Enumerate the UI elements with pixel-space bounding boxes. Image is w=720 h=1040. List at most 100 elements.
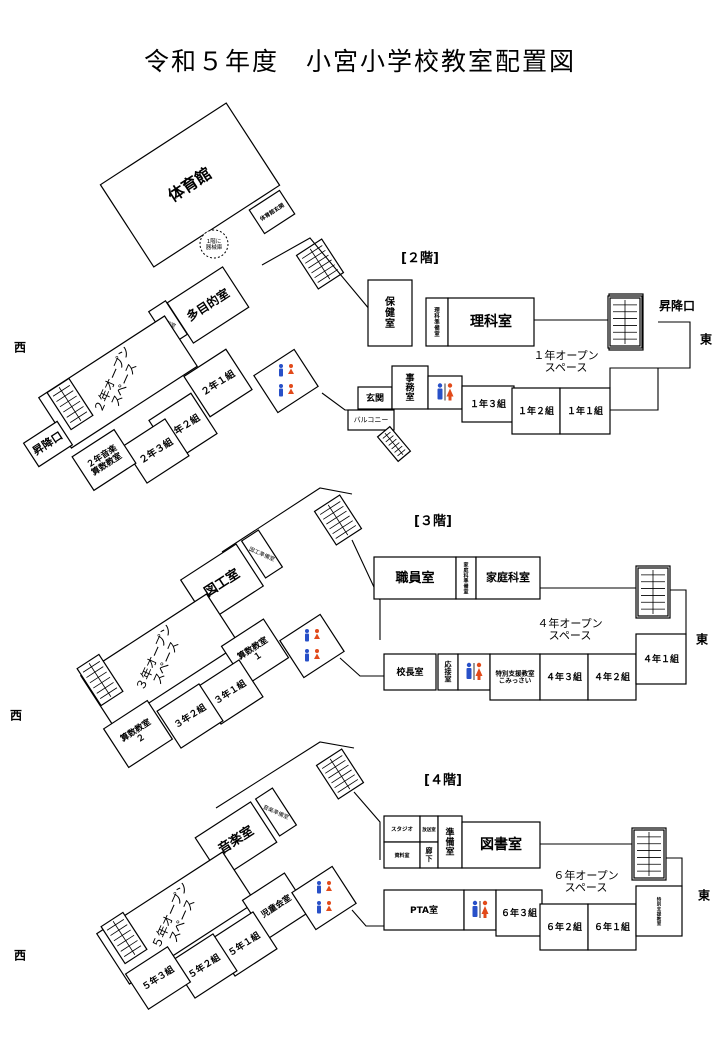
man-icon [305,649,309,662]
woman-icon [446,383,454,401]
science-prep-room-label: 理科準備室 [434,306,440,338]
wall-line [353,791,381,860]
floor3-header: [３階] [414,513,452,529]
west-label-2: 西 [14,341,26,355]
wall-line [609,367,659,411]
principal-room: 校長室 [383,653,437,691]
room-6-2: ６年２組 [539,903,589,951]
stairs-mid-4 [315,748,365,800]
woman-icon [326,901,332,911]
woman-icon [326,881,332,891]
room-1-1-label: １年１組 [567,405,603,417]
gym-entrance: 体育館玄関 [248,189,296,235]
room-6-1-label: ６年１組 [594,921,630,933]
staff-room: 職員室 [373,556,457,600]
science-prep-room: 理科準備室 [425,297,449,347]
music-prep-room: 音楽準備室 [254,787,298,837]
reception-room: 応接室 [437,653,459,691]
storage-room-4: 資料室 [383,841,421,869]
room-1-1: １年１組 [559,387,611,435]
stairs-east-3 [637,567,669,617]
genkan-room-label: 玄関 [366,392,384,404]
room-1-3-label: １年３組 [470,398,506,410]
toilet-3w [279,613,345,679]
multipurpose-room: 多目的室 [166,266,250,344]
library-room-label: 図書室 [480,836,522,853]
page-title: 令和５年度 小宮小学校教室配置図 [143,47,576,76]
room-2-3: ２年３組 [122,418,190,484]
stairs-east-4 [633,829,665,879]
special-room-3: 特別支援教室こみっさい [489,653,541,701]
man-icon [279,384,283,397]
room-4-2: ４年２組 [587,653,637,701]
man-icon [472,900,478,917]
room-1-2-label: １年２組 [518,405,554,417]
room-4-1: ４年１組 [635,633,687,685]
home-ec-room-label: 家庭科室 [486,570,530,584]
wall-line [321,392,362,411]
corridor-4-label: 廊下 [426,846,433,863]
balcony-room-label: バルコニー [354,416,389,424]
east-label-3: 東 [696,632,708,647]
prep-room-4: 準備室 [437,815,463,869]
pta-room: PTA室 [383,889,465,931]
open-space-east-3-label: ４年オープンスペース [537,616,602,642]
studio-room: スタジオ [383,815,421,843]
room-1-2: １年２組 [511,387,561,435]
room-2-music: ２年音楽算数教室 [71,428,137,492]
toilet-4w [291,865,357,931]
prep-room-4-label: 準備室 [445,826,454,857]
room-4-3-label: ４年３組 [546,671,582,683]
room-6-3-label: ６年３組 [501,907,537,919]
studio-room-label: スタジオ [391,825,414,833]
wall-line [666,857,683,887]
gym-circle-label: 1階に器械庫 [206,237,223,251]
stairs-west-2 [46,377,94,431]
office-room: 事務室 [391,365,429,410]
man-icon [317,901,321,914]
stairs-east-2b [609,297,641,347]
broadcast-room-label: 放送室 [421,826,436,833]
wall-line [351,909,384,927]
woman-icon [314,629,320,639]
wall-4 [215,741,355,809]
special-room-4-label: 特別支援教室 [656,895,662,926]
woman-icon [481,900,489,918]
toilet-2w [253,348,319,414]
genkan-room: 玄関 [357,386,393,410]
open-space-east-label: １年オープンスペース [533,348,598,374]
library-room: 図書室 [461,821,541,869]
storage-room-4-label: 資料室 [394,852,409,859]
room-4-3: ４年３組 [539,653,589,701]
room-3-2: ３年２組 [156,683,224,749]
special-room-4: 特別支援教室 [635,885,683,937]
floor2-header: [２階] [401,250,439,266]
nurse-room-label: 保健室 [384,295,396,330]
home-prep-room: 家庭科準備室 [455,556,477,600]
west-label-3: 西 [10,709,22,723]
toilet-4e [463,889,497,931]
stairs-west-3 [76,653,124,707]
woman-icon [475,662,483,680]
wall-3 [221,487,353,553]
wall-line [658,321,691,369]
pta-room-label: PTA室 [410,904,438,916]
room-6-2-label: ６年２組 [546,921,582,933]
floor4-header: [４階] [424,772,462,788]
stairs-balcony [376,425,412,463]
east-label-2: 東 [700,332,712,347]
science-room: 理科室 [447,297,535,347]
room-4-1-label: ４年１組 [643,653,679,665]
stairs-mid-3 [313,494,363,546]
room-5-3: ５年３組 [124,945,192,1011]
stairs-mid-2 [295,238,345,290]
room-4-2-label: ４年２組 [594,671,630,683]
room-1-3: １年３組 [461,385,515,423]
woman-icon [288,384,294,394]
toilet-3e [457,653,491,691]
principal-room-label: 校長室 [396,666,423,678]
home-prep-room-label: 家庭科準備室 [462,561,469,595]
wall-line [339,657,384,677]
gym-room: 体育館 [99,102,281,268]
